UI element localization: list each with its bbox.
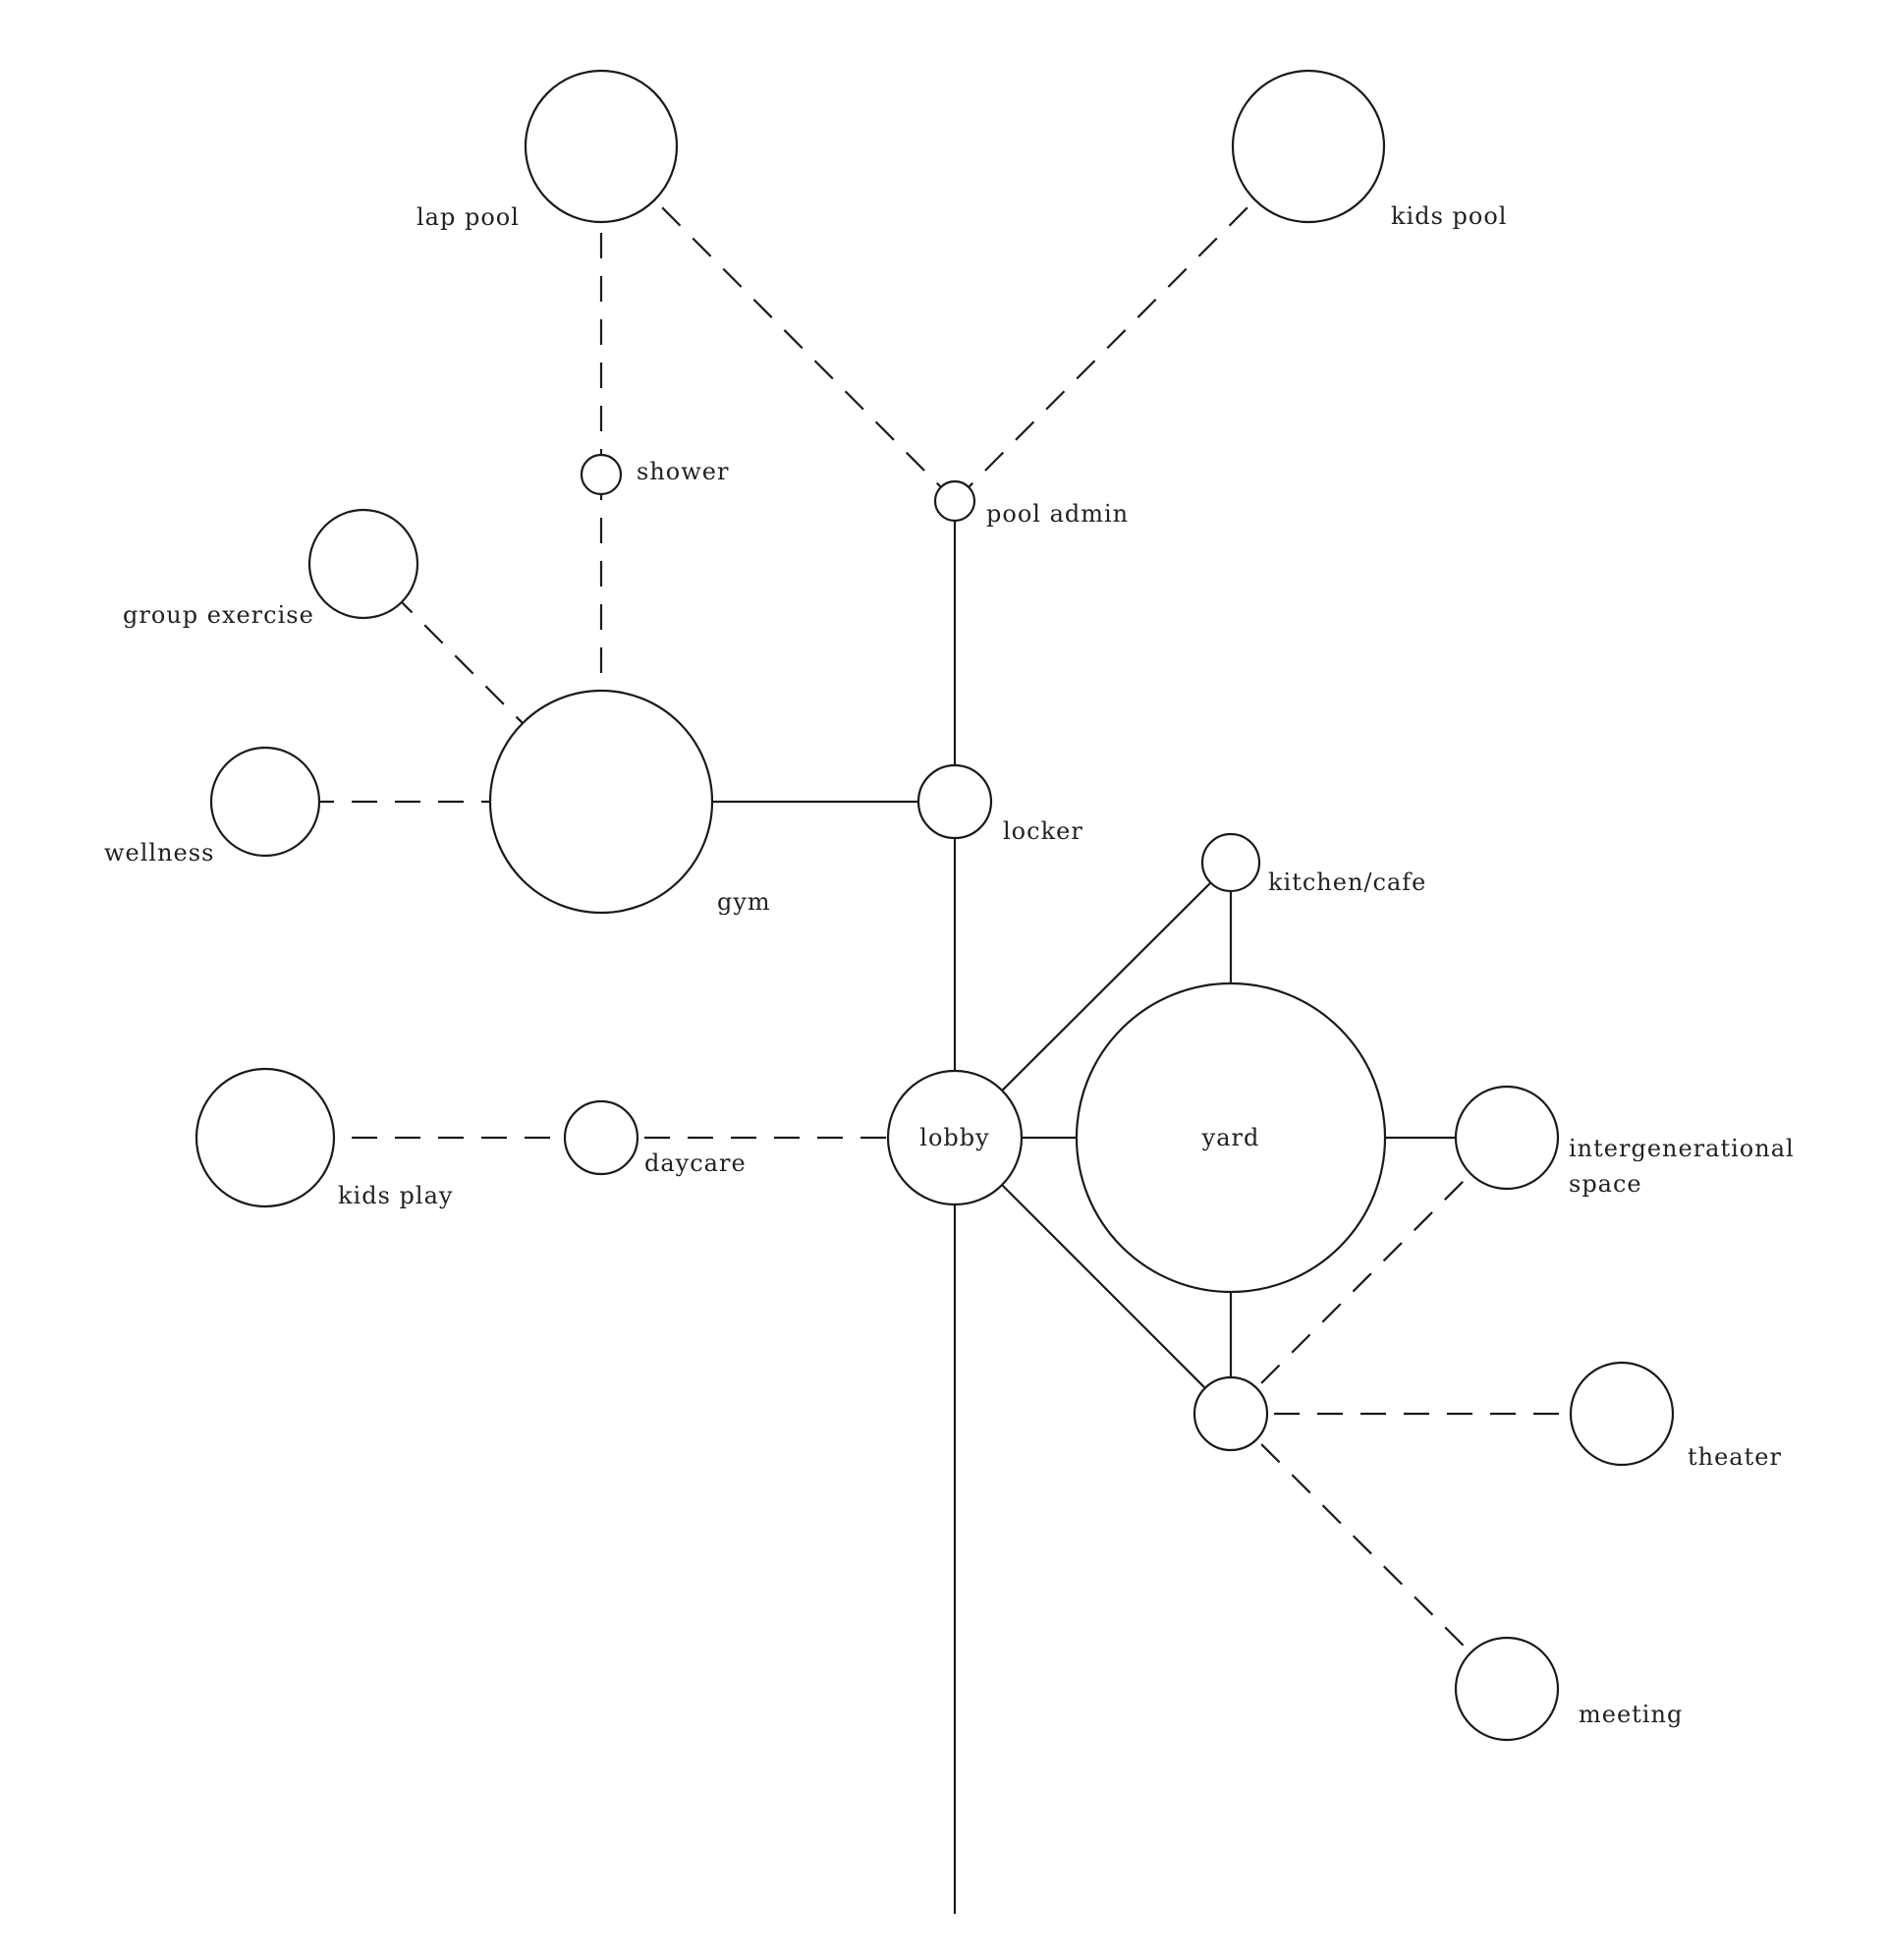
node-lobby <box>886 1069 1024 1206</box>
node-kids-pool <box>1231 69 1386 224</box>
node-group-exercise <box>307 508 419 620</box>
label-yard: yard <box>1201 1124 1260 1151</box>
label-wellness: wellness <box>104 839 214 867</box>
label-kitchen-cafe: kitchen/cafe <box>1268 868 1426 896</box>
edge-hub-intergenerational-space <box>1230 1137 1508 1415</box>
node-meeting <box>1454 1636 1560 1742</box>
label-kids-pool: kids pool <box>1391 202 1507 230</box>
node-daycare <box>563 1099 639 1176</box>
connections <box>265 145 1622 1914</box>
node-locker <box>916 763 993 840</box>
node-intergenerational-space <box>1454 1085 1560 1191</box>
label-lap-pool: lap pool <box>416 203 520 231</box>
node-lap-pool <box>524 69 679 224</box>
label-group-exercise: group exercise <box>123 601 314 629</box>
node-wellness <box>209 746 321 858</box>
node-kitchen-cafe <box>1200 832 1261 893</box>
label-lobby: lobby <box>919 1124 989 1151</box>
space-labels: lap pool kids pool shower pool admin group e… <box>104 202 1795 1728</box>
edge-hub-meeting <box>1230 1413 1508 1690</box>
node-gym <box>488 689 714 915</box>
node-shower <box>580 453 623 496</box>
label-daycare: daycare <box>644 1149 747 1177</box>
node-hub <box>1193 1375 1269 1452</box>
space-nodes <box>194 69 1675 1742</box>
node-kids-play <box>194 1067 336 1208</box>
label-shower: shower <box>637 458 729 485</box>
label-kids-play: kids play <box>338 1182 453 1209</box>
label-gym: gym <box>717 888 771 916</box>
label-pool-admin: pool admin <box>986 500 1129 528</box>
node-pool-admin <box>933 479 976 523</box>
node-theater <box>1569 1361 1675 1467</box>
label-theater: theater <box>1688 1443 1782 1471</box>
node-yard <box>1075 981 1387 1294</box>
label-meeting: meeting <box>1579 1701 1683 1728</box>
label-locker: locker <box>1003 817 1083 845</box>
